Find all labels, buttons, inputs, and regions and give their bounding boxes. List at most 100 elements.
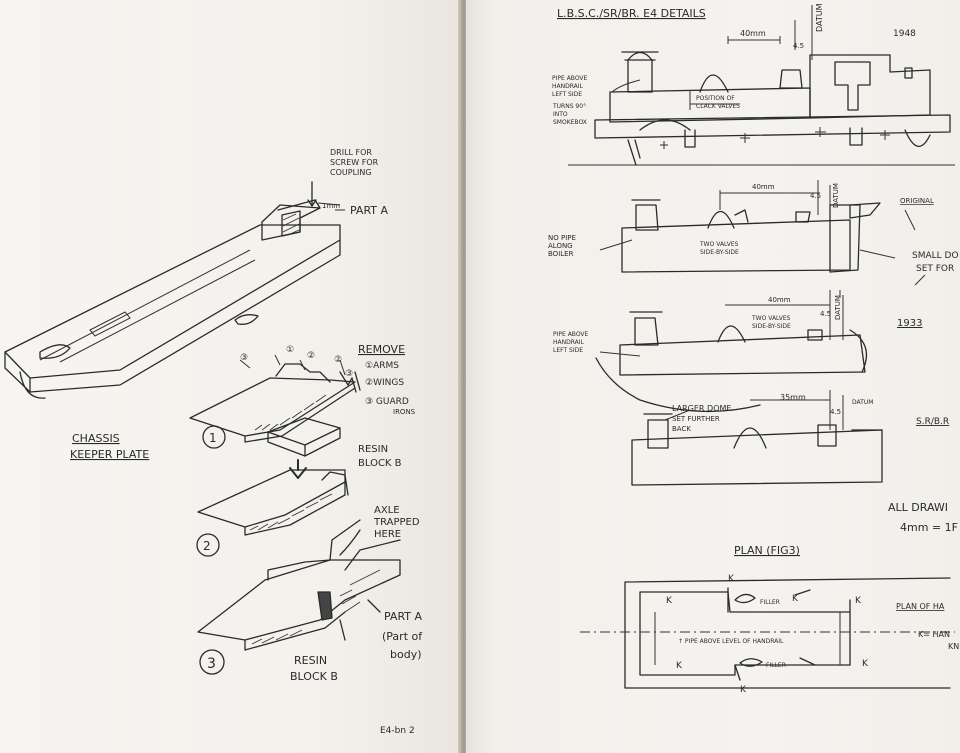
svg-text:PART A: PART A [384,610,423,623]
year-1933: 1933 [897,318,922,329]
svg-text:BACK: BACK [672,425,691,433]
svg-text:SIDE-BY-SIDE: SIDE-BY-SIDE [700,249,739,256]
svg-text:DRILL FOR: DRILL FOR [330,148,372,157]
e4-sr-br-profile-drawing [631,390,883,486]
svg-text:SET FURTHER: SET FURTHER [672,415,720,423]
remove-list: REMOVE ①ARMS ②WINGS ③ GUARD IRONS [358,343,416,416]
svg-text:K: K [862,659,869,669]
e4-1933-profile-drawing [595,290,868,413]
step-numbers: 1 2 3 [203,431,217,672]
k-key-note: K= HAN KN [918,630,959,651]
plan-k-labels: K K K K K K K [666,574,869,695]
all-drawings-note: ALL DRAWI 4mm = 1F [888,501,958,534]
plan-title: PLAN (FIG3) [734,544,800,557]
svg-text:PIPE ABOVE: PIPE ABOVE [552,75,588,82]
svg-text:③: ③ [240,353,248,363]
sr-br-label: S.R/B.R [916,417,949,427]
dim-4-5-d: 4.5 [830,408,841,416]
original-label: ORIGINAL [900,197,934,205]
svg-text:SCREW FOR: SCREW FOR [330,158,379,167]
svg-text:K: K [792,594,799,604]
svg-text:②: ② [334,355,342,365]
svg-text:BOILER: BOILER [548,250,574,258]
datum-label-top: DATUM [815,3,824,32]
step-2-drawing [197,469,349,536]
right-arrows [839,209,926,298]
no-pipe-note: NO PIPE ALONG BOILER [548,234,576,258]
svg-text:K: K [676,661,683,671]
position-valves-note: POSITION OF CLACK VALVES [696,95,740,110]
dim-4-5-b: 4.5 [810,192,821,200]
drill-note: DRILL FOR SCREW FOR COUPLING [330,148,379,177]
svg-text:TURNS 90°: TURNS 90° [552,103,586,110]
pipe-level-note: ↑ PIPE ABOVE LEVEL OF HANDRAIL [678,638,784,645]
svg-text:BLOCK B: BLOCK B [290,670,338,683]
svg-text:②WINGS: ②WINGS [365,378,404,388]
svg-text:4mm = 1F: 4mm = 1F [900,521,958,534]
svg-text:body): body) [390,648,422,661]
svg-text:2: 2 [203,539,211,553]
datum-label-d: DATUM [852,399,873,406]
dim-40mm-a: 40mm [740,29,766,38]
filler-label-2: FILLER [766,662,786,669]
svg-text:3: 3 [207,656,216,672]
corner-note: E4-bn 2 [380,726,415,736]
pipe-above-note-1: PIPE ABOVE HANDRAIL LEFT SIDE [552,75,588,98]
step-1-drawing [189,354,361,443]
pipe-above-note-2: PIPE ABOVE HANDRAIL LEFT SIDE [553,331,589,354]
svg-text:RESIN: RESIN [358,444,388,455]
datum-label-c: DATUM [834,295,842,320]
svg-text:ALONG: ALONG [548,242,573,250]
svg-text:③: ③ [345,369,353,379]
dim-35mm: 35mm [780,393,806,402]
svg-text:TWO VALVES: TWO VALVES [699,241,739,248]
resin-block-b-drawing [267,417,341,479]
svg-text:CHASSIS: CHASSIS [72,432,120,445]
two-valves-note-2: TWO VALVES SIDE-BY-SIDE [751,315,791,330]
svg-text:K: K [740,685,747,695]
step-1-small-numbers: ③ ① ② ② ③ [240,345,353,379]
svg-text:TRAPPED: TRAPPED [373,517,420,528]
svg-text:①: ① [286,345,294,355]
chassis-keeper-plate-drawing [4,181,345,399]
svg-text:K: K [728,574,735,584]
year-1948: 1948 [893,29,916,39]
svg-text:ALL DRAWI: ALL DRAWI [888,501,948,514]
part-a-label: PART A [350,204,389,217]
svg-text:RESIN: RESIN [294,654,327,667]
svg-text:LARGER DOME: LARGER DOME [672,404,731,413]
dim-4-5-a: 4.5 [793,42,804,50]
dim-40mm-b: 40mm [752,183,775,191]
svg-text:POSITION OF: POSITION OF [696,95,735,102]
svg-text:1: 1 [209,431,217,445]
svg-text:①ARMS: ①ARMS [365,361,399,371]
left-drawing-sheet [0,0,462,753]
dim-40mm-c: 40mm [768,296,791,304]
dim-1mm-label: 1mm [322,202,340,210]
larger-dome-note: LARGER DOME SET FURTHER BACK [672,404,731,433]
svg-text:SMOKEBOX: SMOKEBOX [553,119,587,126]
svg-text:INTO: INTO [553,111,568,118]
svg-text:AXLE: AXLE [374,505,400,516]
svg-text:②: ② [307,351,315,361]
svg-text:HANDRAIL: HANDRAIL [552,83,584,90]
two-valves-note-1: TWO VALVES SIDE-BY-SIDE [699,241,739,256]
step-3-drawing [197,519,401,651]
step-number-circles [196,425,226,675]
plan-of-note: PLAN OF HA [896,602,945,611]
svg-text:PIPE ABOVE: PIPE ABOVE [553,331,589,338]
svg-text:LEFT SIDE: LEFT SIDE [553,347,583,354]
svg-text:TWO VALVES: TWO VALVES [751,315,791,322]
svg-text:BLOCK B: BLOCK B [358,458,402,469]
svg-text:SET FOR: SET FOR [916,264,954,274]
resin-block-label-2: RESIN BLOCK B [290,654,338,683]
svg-text:COUPLING: COUPLING [330,168,372,177]
svg-text:LEFT SIDE: LEFT SIDE [552,91,582,98]
turns-90-note: TURNS 90° INTO SMOKEBOX [552,103,587,126]
svg-text:REMOVE: REMOVE [358,343,405,356]
right-drawing-sheet [466,0,960,753]
small-dome-note: SMALL DO SET FOR [912,251,959,274]
svg-text:CLACK VALVES: CLACK VALVES [696,103,740,110]
dim-4-5-c: 4.5 [820,310,831,318]
